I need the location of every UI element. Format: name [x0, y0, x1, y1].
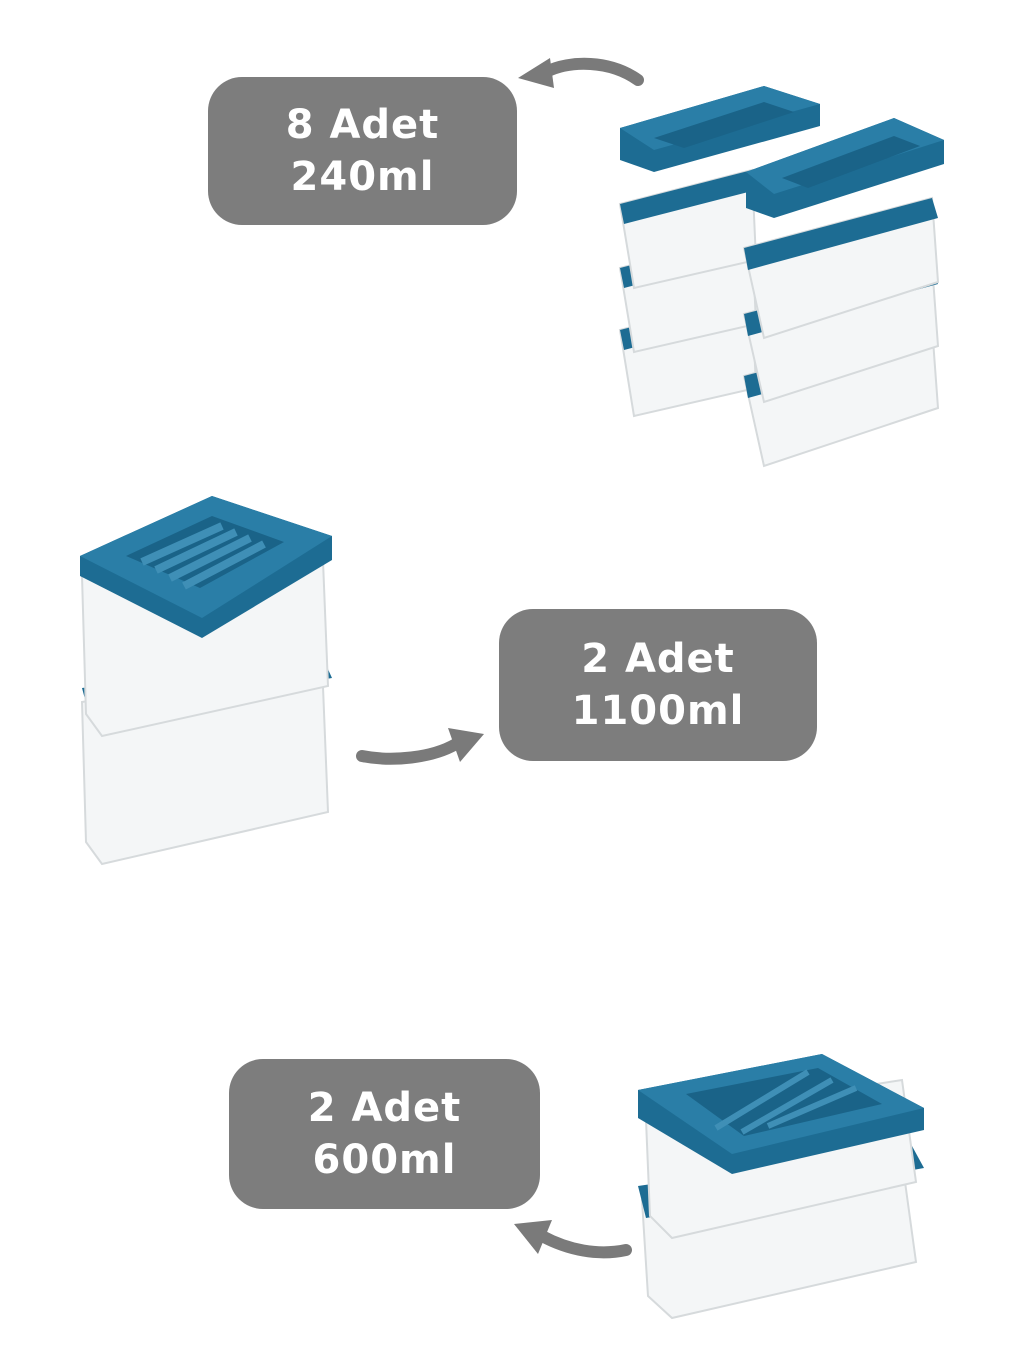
curved-arrow-right-icon [356, 728, 484, 765]
count-label: 2 Adet [307, 1085, 462, 1131]
tall-containers-stack-icon [80, 496, 332, 866]
volume-label: 1100ml [571, 688, 745, 734]
curved-arrow-left-icon [514, 1220, 632, 1259]
small-containers-stack-icon [618, 86, 944, 468]
volume-label: 240ml [290, 154, 435, 200]
volume-label: 600ml [312, 1137, 457, 1183]
label-2-adet-600ml: 2 Adet 600ml [229, 1059, 540, 1209]
count-label: 2 Adet [581, 636, 735, 682]
curved-arrow-left-icon [518, 57, 644, 88]
label-2-adet-1100ml: 2 Adet 1100ml [499, 609, 817, 761]
flat-containers-stack-icon [638, 1054, 924, 1320]
label-8-adet-240ml: 8 Adet 240ml [208, 77, 517, 225]
count-label: 8 Adet [285, 102, 440, 148]
